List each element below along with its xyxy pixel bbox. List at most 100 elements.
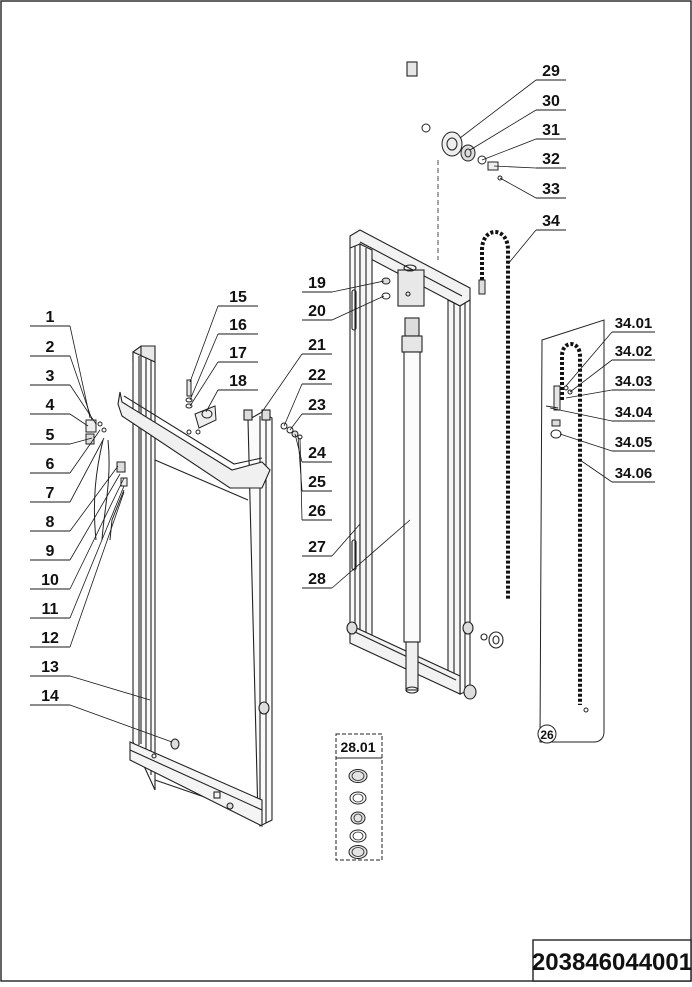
callout-number: 25 xyxy=(308,474,326,491)
callout-leader xyxy=(69,384,97,425)
callout-leader xyxy=(565,331,613,387)
callout-leader xyxy=(289,413,303,431)
callout-28: 28 xyxy=(302,519,411,589)
callout-34-06: 34.06 xyxy=(579,459,655,483)
callout-number: 34.06 xyxy=(615,465,653,482)
callout-number: 5 xyxy=(46,427,55,444)
callout-20: 20 xyxy=(302,295,385,321)
callout-leader xyxy=(459,79,537,139)
callout-number: 1 xyxy=(46,309,55,326)
callout-leader xyxy=(331,519,411,589)
callout-number: 14 xyxy=(41,688,59,705)
callout-number: 15 xyxy=(229,289,247,306)
callout-leader xyxy=(205,389,219,413)
top-pulley-parts xyxy=(421,123,503,181)
seal-ring-inner xyxy=(352,793,364,803)
callout-1: 1 xyxy=(30,309,91,419)
callout-leader xyxy=(331,523,361,557)
callout-number: 17 xyxy=(229,345,247,362)
callout-number: 24 xyxy=(308,445,326,462)
callout-leader xyxy=(189,361,219,407)
callout-number: 28 xyxy=(308,571,326,588)
callout-10: 10 xyxy=(30,477,125,590)
callout-number: 34.01 xyxy=(615,315,653,332)
callout-leader xyxy=(331,295,385,321)
callout-5: 5 xyxy=(30,427,93,445)
callout-number: 34.03 xyxy=(615,373,653,390)
callout-number: 9 xyxy=(46,543,55,560)
callout-26: 26 xyxy=(299,437,332,521)
callout-number: 11 xyxy=(42,601,59,618)
callout-leader xyxy=(69,413,89,427)
chain-detail-ref-circle xyxy=(537,724,557,744)
callout-number: 34.02 xyxy=(615,343,653,360)
callout-number: 8 xyxy=(46,514,55,531)
chain-detail-frame xyxy=(539,319,605,743)
callout-number: 26 xyxy=(308,503,326,520)
callout-23: 23 xyxy=(289,397,332,431)
callout-15: 15 xyxy=(189,289,258,383)
callout-number: 34.05 xyxy=(615,434,653,451)
callout-8: 8 xyxy=(30,465,119,532)
callout-22: 22 xyxy=(283,367,332,427)
pulley-bracket-hardware xyxy=(185,379,217,435)
callout-number: 33 xyxy=(542,181,560,198)
callout-number: 29 xyxy=(542,63,560,80)
callout-number: 4 xyxy=(46,397,55,414)
callout-leader xyxy=(69,325,91,419)
callout-17: 17 xyxy=(189,345,258,407)
callout-number: 30 xyxy=(542,93,560,110)
callout-34-04: 34.04 xyxy=(549,404,655,422)
seal-ring xyxy=(349,829,367,843)
callout-number: 3 xyxy=(46,368,55,385)
callout-leader xyxy=(299,437,303,521)
latch-sensor-parts xyxy=(85,419,128,541)
callout-34-05: 34.05 xyxy=(559,433,655,452)
callout-number: 6 xyxy=(46,456,55,473)
callout-16: 16 xyxy=(189,317,258,401)
callout-number: 12 xyxy=(41,630,59,647)
callout-19: 19 xyxy=(302,275,385,293)
callout-12: 12 xyxy=(30,491,125,648)
callout-leader xyxy=(499,177,537,199)
callout-14: 14 xyxy=(30,688,173,743)
bolt-washer-hardware xyxy=(280,277,391,440)
chain-34-06 xyxy=(560,342,582,705)
callout-number: 31 xyxy=(542,122,560,139)
callout-number: 13 xyxy=(41,659,59,676)
callout-34: 34 xyxy=(507,213,566,265)
callout-number: 22 xyxy=(308,367,326,384)
callout-leader xyxy=(69,477,125,590)
callout-number: 16 xyxy=(229,317,247,334)
callout-leader xyxy=(549,407,613,422)
callout-30: 30 xyxy=(469,93,566,151)
callout-leader xyxy=(261,353,303,413)
callout-leader xyxy=(69,473,121,561)
callout-number: 20 xyxy=(308,303,326,320)
seal-ring-inner xyxy=(353,813,363,823)
callout-6: 6 xyxy=(30,429,101,474)
seal-ring-inner xyxy=(351,771,365,781)
center-inner-mast xyxy=(346,61,504,700)
callout-leader xyxy=(69,675,151,701)
chain-34 xyxy=(480,230,510,600)
callout-leader xyxy=(69,437,93,445)
callout-leader xyxy=(69,437,105,503)
seal-kit-label: 28.01 xyxy=(340,739,375,755)
callout-leader xyxy=(69,465,119,532)
callout-number: 27 xyxy=(308,539,326,556)
title-block xyxy=(532,939,692,982)
callout-number: 34.04 xyxy=(615,404,653,421)
callout-leader xyxy=(569,359,613,393)
callout-4: 4 xyxy=(30,397,89,427)
chain-detail-ref: 26 xyxy=(540,728,554,742)
chain-detail-hardware xyxy=(545,385,589,713)
seal-kit-rings xyxy=(348,769,368,859)
callout-number: 34 xyxy=(542,213,560,230)
seal-ring-inner xyxy=(351,847,365,857)
callout-9: 9 xyxy=(30,473,121,561)
callout-leader xyxy=(189,305,219,383)
